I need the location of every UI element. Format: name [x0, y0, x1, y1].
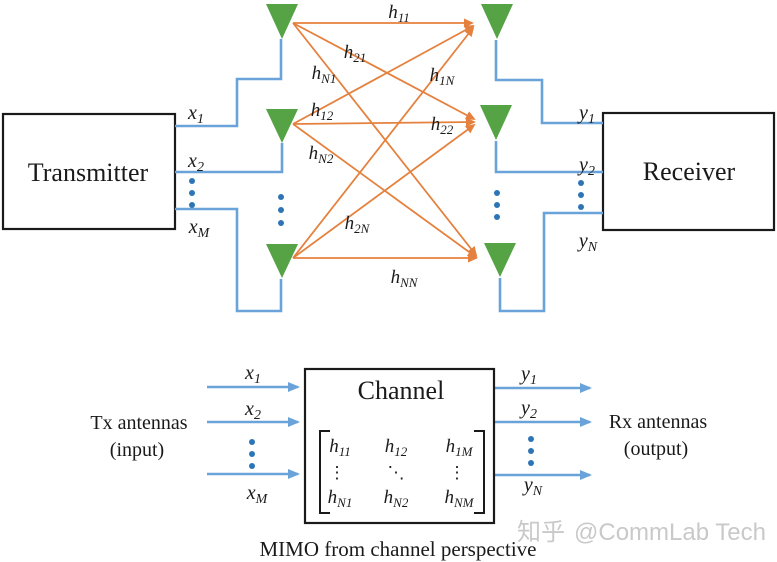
- gain-label-h1N: h1N: [430, 65, 456, 88]
- matrix-cell-h11: h11: [329, 436, 351, 459]
- signal-line-y2: [494, 141, 603, 174]
- signal-line-y1: [494, 40, 603, 125]
- transmitter-label: Transmitter: [28, 158, 149, 187]
- ellipsis-dots-tx-antennas: [278, 194, 284, 226]
- channel-title: Channel: [358, 376, 445, 405]
- transmitter-box: [1, 112, 177, 231]
- receiver-box: [601, 111, 776, 232]
- gain-label-h12: h12: [311, 100, 334, 123]
- ellipsis-dots-transmitter: [189, 178, 195, 208]
- ellipsis-dots-outputs: [528, 436, 534, 466]
- matrix-cell-hNM: hNM: [445, 487, 475, 510]
- channel-path-h1N: [292, 26, 475, 259]
- tx-antenna-icon-3: [266, 244, 298, 278]
- matrix-bracket-left: [319, 430, 330, 514]
- rx-feed-lines: [494, 40, 603, 313]
- channel-path-h21: [292, 22, 476, 120]
- input-label-x2: x2: [244, 398, 261, 423]
- signal-line-x1: [175, 39, 283, 128]
- channel-path-h22: [292, 117, 476, 127]
- rx-antenna-icon-1: [481, 4, 513, 39]
- channel-path-h2N: [292, 123, 476, 259]
- channel-paths: [292, 18, 478, 263]
- output-arrows: [495, 383, 592, 480]
- watermark-zhihu-logo: 知乎: [517, 519, 565, 546]
- channel-matrix-brackets: [319, 430, 485, 514]
- tx-antenna-icon-2: [266, 109, 298, 143]
- tx-feed-lines: [175, 39, 284, 313]
- antennas: [266, 4, 516, 278]
- ellipsis-dots-receiver: [578, 180, 584, 210]
- tx-antenna-icon-1: [266, 4, 298, 39]
- matrix-cell-h12: h12: [385, 436, 408, 459]
- gain-label-hN1: hN1: [312, 63, 337, 86]
- matrix-bracket-right: [474, 430, 485, 514]
- matrix-vdots-left: ⋮: [329, 463, 346, 482]
- gain-label-hNN: hNN: [391, 267, 419, 290]
- signal-line-x2: [175, 143, 284, 174]
- output-label-y1: y1: [519, 363, 537, 388]
- label-y2: y2: [577, 154, 595, 179]
- label-y1: y1: [577, 102, 595, 127]
- tx-input-caption: (input): [110, 439, 164, 461]
- rx-antennas-caption: Rx antennas: [609, 411, 708, 433]
- input-label-x1: x1: [244, 362, 261, 387]
- signal-line-xM: [175, 207, 283, 313]
- rx-output-caption: (output): [624, 438, 688, 460]
- diagram-caption: MIMO from channel perspective: [260, 537, 537, 561]
- gain-label-h22: h22: [431, 114, 454, 137]
- signal-line-yN: [498, 211, 603, 313]
- channel-path-hN1: [292, 22, 478, 257]
- matrix-cell-h1M: h1M: [446, 436, 474, 459]
- output-label-y2: y2: [519, 397, 537, 422]
- label-yN: yN: [577, 230, 598, 255]
- label-x2: x2: [187, 150, 204, 175]
- gain-label-h21: h21: [344, 42, 367, 65]
- receiver-label: Receiver: [643, 157, 736, 186]
- ellipsis-dots-rx-antennas: [494, 190, 500, 220]
- output-label-yN: yN: [522, 474, 543, 499]
- label-x1: x1: [187, 102, 204, 127]
- rx-antenna-icon-3: [484, 243, 516, 277]
- matrix-cell-hN2: hN2: [384, 487, 409, 510]
- channel-path-h12: [292, 25, 475, 125]
- matrix-vdots-right: ⋮: [449, 463, 466, 482]
- watermark-handle: @CommLab Tech: [574, 519, 766, 546]
- input-arrows: [207, 382, 300, 479]
- watermark: 知乎 @CommLab Tech: [517, 519, 766, 546]
- rx-antenna-icon-2: [480, 105, 512, 140]
- label-xM: xM: [188, 216, 211, 241]
- matrix-ddots-center: ⋱: [388, 463, 405, 482]
- ellipsis-dots-inputs: [249, 439, 255, 469]
- matrix-cell-hN1: hN1: [328, 487, 353, 510]
- gain-label-h11: h11: [388, 2, 410, 25]
- gain-label-hN2: hN2: [309, 143, 334, 166]
- channel-box: [303, 367, 496, 525]
- input-label-xM: xM: [246, 482, 269, 507]
- tx-antennas-caption: Tx antennas: [90, 412, 187, 434]
- gain-label-h2N: h2N: [345, 213, 371, 236]
